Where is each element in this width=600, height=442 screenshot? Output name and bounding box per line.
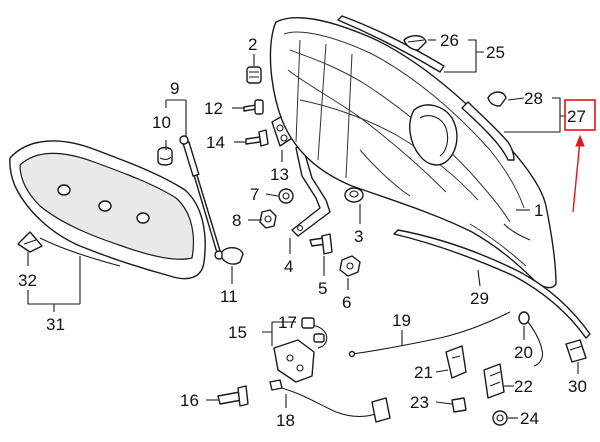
callout-10[interactable]: 10 [152, 113, 171, 132]
callout-9[interactable]: 9 [170, 79, 179, 98]
callout-5[interactable]: 5 [318, 279, 327, 298]
part-4-hinge-arm[interactable] [291, 143, 331, 237]
callout-22[interactable]: 22 [514, 377, 533, 396]
callout-13[interactable]: 13 [270, 165, 289, 184]
part-16-bolt[interactable] [217, 385, 249, 407]
callout-21[interactable]: 21 [414, 363, 433, 382]
callout-29[interactable]: 29 [470, 289, 489, 308]
callout-3[interactable]: 3 [354, 227, 363, 246]
part-1-hood-panel[interactable] [269, 16, 557, 289]
callout-17[interactable]: 17 [278, 313, 297, 332]
callout-2[interactable]: 2 [248, 35, 257, 54]
part-9-hood-lift-strut[interactable] [179, 135, 224, 260]
part-14-bolt[interactable] [245, 129, 269, 147]
callout-28[interactable]: 28 [524, 89, 543, 108]
part-15-hood-latch[interactable] [273, 339, 315, 383]
highlight-arrow-27 [572, 139, 581, 213]
callout-16[interactable]: 16 [180, 391, 199, 410]
part-29-hood-seal-strip[interactable] [393, 229, 591, 339]
callout-4[interactable]: 4 [284, 257, 293, 276]
callout-8[interactable]: 8 [232, 211, 241, 230]
part-12-screw[interactable] [243, 99, 264, 115]
part-2-nut[interactable] [246, 66, 262, 84]
part-8-nut[interactable] [259, 209, 277, 229]
part-22-bracket[interactable] [483, 363, 505, 399]
callout-32[interactable]: 32 [18, 271, 37, 290]
part-31-hood-insulator[interactable] [9, 140, 206, 280]
callout-1[interactable]: 1 [534, 201, 543, 220]
part-32-retainer-clip[interactable] [17, 231, 43, 253]
callout-27[interactable]: 27 [567, 107, 586, 126]
part-11-hood-bumper[interactable] [221, 247, 244, 265]
callout-11[interactable]: 11 [220, 287, 238, 306]
part-3-bumper[interactable] [344, 187, 364, 203]
part-10-strut-bracket[interactable] [157, 146, 173, 166]
callout-18[interactable]: 18 [276, 411, 295, 430]
callout-30[interactable]: 30 [568, 377, 587, 396]
highlight-arrowhead-27 [575, 134, 585, 147]
highlight-box-27 [564, 99, 596, 131]
callout-7[interactable]: 7 [250, 185, 259, 204]
callout-labels: 1 2 3 4 5 6 7 8 9 10 11 12 13 14 15 16 1… [18, 31, 587, 430]
part-5-bolt[interactable] [309, 233, 333, 255]
part-17-latch-harness[interactable] [301, 317, 328, 349]
callout-19[interactable]: 19 [392, 311, 411, 330]
part-26-seal-clip[interactable] [403, 35, 427, 51]
part-28-seal-clip[interactable] [487, 91, 507, 107]
callout-23[interactable]: 23 [410, 393, 429, 412]
part-19-release-cable[interactable] [348, 311, 511, 358]
highlight-27 [564, 99, 596, 213]
part-27-front-seal[interactable] [461, 101, 515, 161]
callout-14[interactable]: 14 [206, 133, 225, 152]
part-18-release-cable[interactable] [269, 379, 391, 423]
part-24-nut[interactable] [492, 410, 508, 426]
part-6-nut[interactable] [339, 255, 361, 277]
part-7-nut[interactable] [278, 188, 294, 204]
callout-12[interactable]: 12 [204, 99, 223, 118]
callout-26[interactable]: 26 [440, 31, 459, 50]
part-23-screw[interactable] [451, 397, 467, 413]
part-30-clip[interactable] [565, 339, 587, 363]
part-21-release-handle[interactable] [445, 345, 467, 379]
callout-24[interactable]: 24 [520, 409, 539, 428]
callout-15[interactable]: 15 [228, 323, 247, 342]
part-25-hood-seal[interactable] [337, 15, 445, 73]
callout-20[interactable]: 20 [514, 343, 533, 362]
callout-6[interactable]: 6 [342, 293, 351, 312]
part-20-cable-end[interactable] [518, 311, 544, 367]
callout-25[interactable]: 25 [486, 43, 505, 62]
callout-31[interactable]: 31 [46, 315, 65, 334]
